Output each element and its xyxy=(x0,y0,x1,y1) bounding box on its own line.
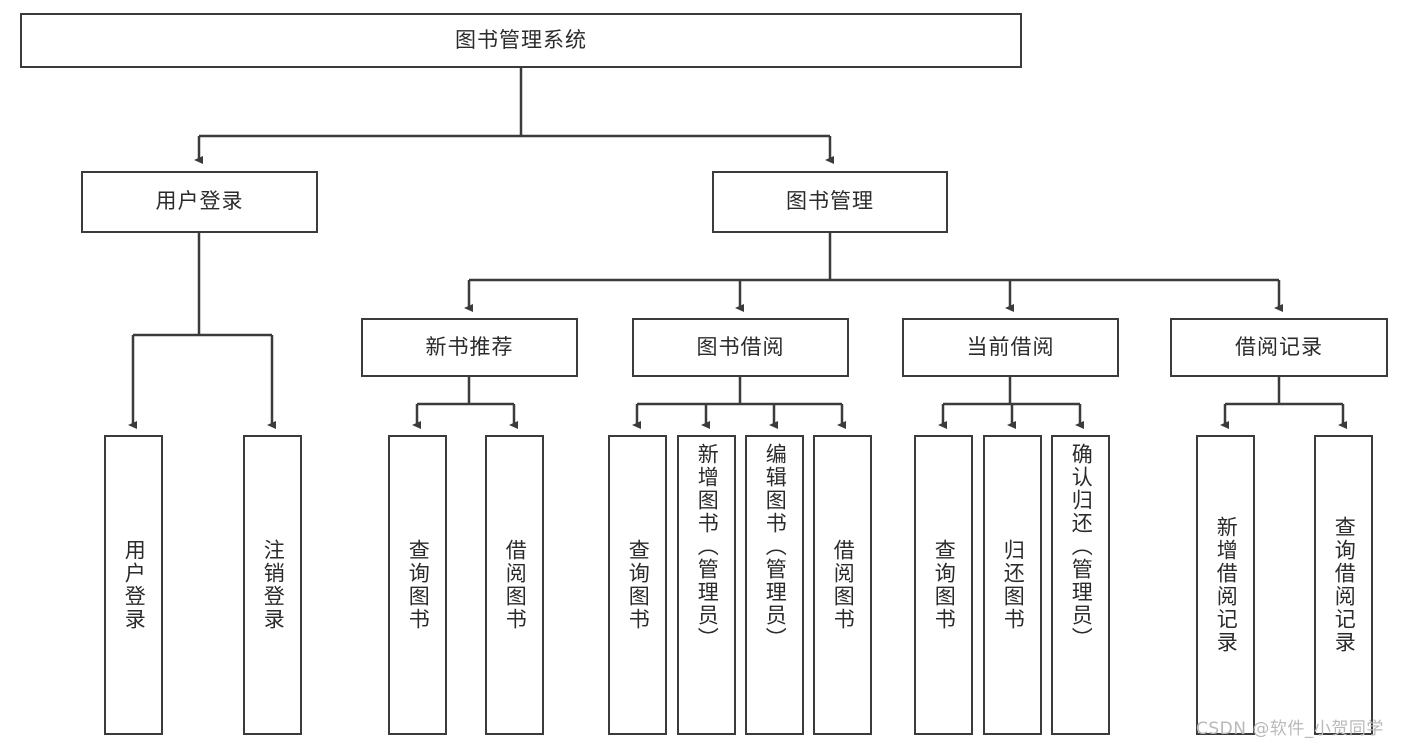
leaf-current-confirm-return-admin[interactable]: 确认归还（管理员） xyxy=(1051,435,1110,735)
node-current-borrow[interactable]: 当前借阅 xyxy=(902,318,1119,377)
leaf-borrow-edit-book-admin[interactable]: 编辑图书（管理员） xyxy=(745,435,804,735)
leaf-current-return-book[interactable]: 归还图书 xyxy=(983,435,1042,735)
node-book-management-label: 图书管理 xyxy=(786,189,874,214)
leaf-user-login-logout[interactable]: 注销登录 xyxy=(243,435,302,735)
leaf-label: 注销登录 xyxy=(261,539,286,631)
leaf-label: 查询图书 xyxy=(626,539,651,631)
leaf-label: 用户登录 xyxy=(122,539,147,631)
node-root[interactable]: 图书管理系统 xyxy=(20,13,1022,68)
leaf-label: 查询图书 xyxy=(932,539,957,631)
node-book-management[interactable]: 图书管理 xyxy=(712,171,948,233)
node-user-login-label: 用户登录 xyxy=(155,189,244,214)
leaf-label: 查询图书 xyxy=(406,539,431,631)
leaf-recommend-query-book[interactable]: 查询图书 xyxy=(388,435,447,735)
node-root-label: 图书管理系统 xyxy=(455,27,587,52)
csdn-watermark: CSDN @软件_小贺同学 xyxy=(1196,719,1384,739)
node-new-book-recommend-label: 新书推荐 xyxy=(425,334,514,359)
leaf-label: 查询借阅记录 xyxy=(1332,516,1357,654)
leaf-label: 借阅图书 xyxy=(503,539,528,631)
leaf-label: 借阅图书 xyxy=(831,539,856,631)
leaf-record-query-record[interactable]: 查询借阅记录 xyxy=(1314,435,1373,735)
node-book-borrow-label: 图书借阅 xyxy=(696,334,785,359)
node-book-borrow[interactable]: 图书借阅 xyxy=(632,318,849,377)
node-user-login[interactable]: 用户登录 xyxy=(81,171,318,233)
node-current-borrow-label: 当前借阅 xyxy=(966,334,1055,359)
leaf-label: 新增借阅记录 xyxy=(1214,516,1239,654)
leaf-current-query-book[interactable]: 查询图书 xyxy=(914,435,973,735)
node-borrow-record-label: 借阅记录 xyxy=(1235,334,1323,359)
leaf-recommend-borrow-book[interactable]: 借阅图书 xyxy=(485,435,544,735)
node-new-book-recommend[interactable]: 新书推荐 xyxy=(361,318,578,377)
leaf-borrow-query-book[interactable]: 查询图书 xyxy=(608,435,667,735)
leaf-user-login-login[interactable]: 用户登录 xyxy=(104,435,163,735)
leaf-label: 编辑图书（管理员） xyxy=(763,443,788,650)
leaf-borrow-add-book-admin[interactable]: 新增图书（管理员） xyxy=(677,435,736,735)
leaf-label: 确认归还（管理员） xyxy=(1069,443,1094,650)
node-borrow-record[interactable]: 借阅记录 xyxy=(1170,318,1388,377)
leaf-borrow-borrow-book[interactable]: 借阅图书 xyxy=(813,435,872,735)
leaf-label: 归还图书 xyxy=(1001,539,1026,631)
leaf-label: 新增图书（管理员） xyxy=(695,443,720,650)
leaf-record-add-record[interactable]: 新增借阅记录 xyxy=(1196,435,1255,735)
